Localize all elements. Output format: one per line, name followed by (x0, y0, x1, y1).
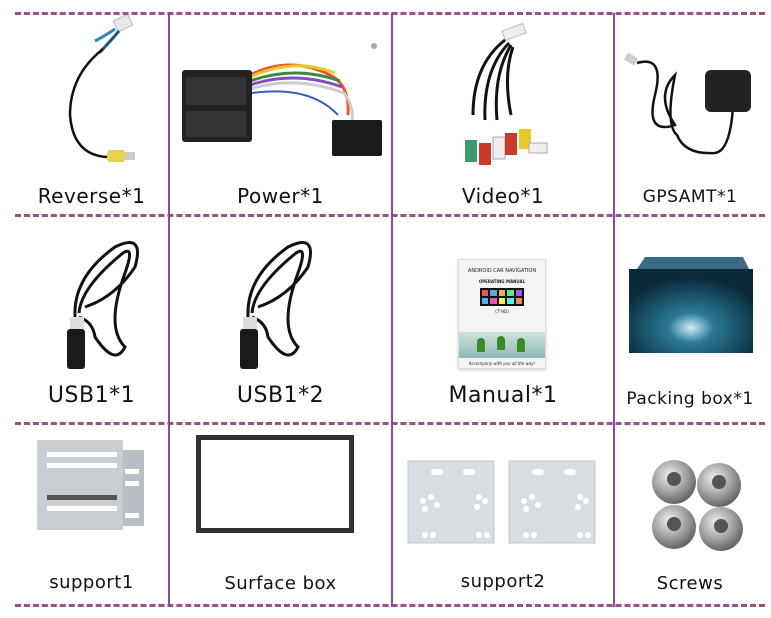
grid-line-top (15, 12, 765, 15)
grid-vline-2 (391, 13, 393, 607)
item-label: Surface box (224, 573, 337, 594)
item-cell-surface: Surface box (170, 425, 391, 605)
reverse-camera-cable-icon (15, 15, 168, 175)
item-label: Packing box*1 (626, 389, 754, 409)
rca-video-cable-icon (393, 15, 613, 175)
item-cell-usb2: USB1*2 (170, 217, 391, 422)
item-cell-power: Power*1 (170, 15, 391, 215)
item-cell-manual: ANDROID CAR NAVIGATION OPERATING MANUAL … (393, 217, 613, 422)
usb-cable-icon (170, 217, 391, 377)
item-cell-support2: support2 (393, 425, 613, 605)
mounting-plates-icon (393, 425, 613, 560)
surface-frame-icon (170, 425, 391, 560)
power-harness-icon (170, 15, 391, 175)
item-cell-reverse: Reverse*1 (15, 15, 168, 215)
grid-line-row2 (15, 422, 765, 425)
grid-vline-3 (613, 13, 615, 607)
grid-line-bottom (15, 604, 765, 607)
manual-tagline: Accompany with you all the way! (468, 361, 536, 366)
usb-cable-icon (15, 217, 168, 377)
support-bracket-icon (15, 425, 168, 560)
item-cell-support1: support1 (15, 425, 168, 605)
gps-antenna-icon (615, 15, 765, 175)
manual-subtitle: OPERATING MANUAL (478, 279, 526, 284)
item-cell-screws: Screws (615, 425, 765, 605)
manual-booklet-icon: ANDROID CAR NAVIGATION OPERATING MANUAL … (393, 217, 613, 377)
manual-title: ANDROID CAR NAVIGATION (467, 268, 537, 274)
item-label: GPSAMT*1 (642, 187, 738, 207)
item-cell-usb1: USB1*1 (15, 217, 168, 422)
item-label: Reverse*1 (37, 184, 146, 208)
item-cell-box: Packing box*1 (615, 217, 765, 422)
item-label: Screws (656, 573, 724, 594)
manual-model: (7"HD) (495, 309, 509, 314)
grid-vline-1 (168, 13, 170, 607)
screws-icon (615, 425, 765, 560)
item-label: Power*1 (237, 184, 324, 208)
packing-box-icon (615, 217, 765, 377)
item-label: support2 (460, 571, 546, 592)
item-label: Video*1 (461, 184, 545, 208)
item-label: support1 (49, 572, 134, 593)
item-label: USB1*2 (236, 383, 325, 408)
item-label: USB1*1 (47, 383, 136, 408)
item-label: Manual*1 (448, 383, 558, 408)
grid-line-row1 (15, 214, 765, 217)
item-cell-video: Video*1 (393, 15, 613, 215)
item-cell-gps: GPSAMT*1 (615, 15, 765, 215)
